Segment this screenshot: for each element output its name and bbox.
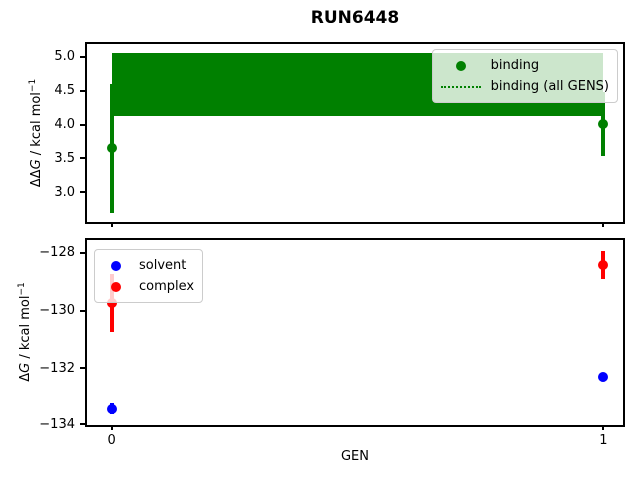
legend-label: binding	[490, 58, 540, 73]
data-point	[106, 298, 117, 309]
y-tick	[80, 423, 85, 425]
complex-dot-icon	[111, 281, 121, 292]
y-tick-label: 3.0	[54, 184, 75, 200]
binding-dot-icon	[455, 60, 466, 71]
top-y-axis-label: ΔΔG / kcal mol−1	[27, 78, 45, 188]
x-tick-label: 1	[599, 433, 608, 448]
x-axis-label: GEN	[340, 449, 369, 464]
data-point	[106, 403, 117, 414]
figure-title: RUN6448	[310, 8, 400, 28]
x-tick	[110, 425, 113, 430]
y-tick	[80, 157, 85, 160]
y-tick-label: 5.0	[54, 49, 75, 65]
top-legend: binding binding (all GENS)	[431, 49, 618, 103]
top-subplot: binding binding (all GENS) 3.0 3.5 4.0 4.5 5…	[54, 42, 625, 227]
y-tick-label: 4.5	[54, 83, 75, 99]
bottom-y-axis-label: ΔG / kcal mol−1	[16, 282, 34, 382]
legend-entry-complex: complex	[101, 276, 194, 297]
y-tick	[80, 89, 85, 92]
x-tick	[602, 425, 605, 430]
legend-entry-binding: binding	[439, 55, 609, 76]
data-point	[598, 118, 609, 129]
bottom-legend: solvent complex	[94, 249, 204, 303]
y-tick	[80, 191, 85, 194]
x-tick	[602, 222, 605, 227]
legend-label: complex	[139, 279, 195, 294]
data-point	[598, 260, 609, 271]
legend-entry-solvent: solvent	[101, 255, 194, 276]
y-tick	[80, 251, 85, 254]
data-point	[106, 143, 117, 154]
y-tick-label: −134	[39, 416, 75, 432]
legend-label: solvent	[139, 258, 187, 273]
legend-entry-binding-all-gens: binding (all GENS)	[439, 76, 609, 97]
legend-label: binding (all GENS)	[490, 79, 609, 94]
y-tick	[80, 123, 85, 126]
data-point	[598, 372, 609, 383]
y-tick-label: 4.0	[54, 117, 75, 133]
y-tick	[80, 367, 85, 370]
solvent-dot-icon	[111, 260, 121, 271]
y-tick-label: 3.5	[54, 150, 75, 166]
y-tick-label: −130	[39, 303, 75, 319]
y-tick	[80, 309, 85, 312]
y-tick	[80, 55, 85, 58]
dotted-line-icon	[440, 85, 481, 88]
x-tick-label: 0	[107, 433, 116, 448]
y-tick-label: −128	[39, 245, 75, 261]
x-tick	[110, 222, 113, 227]
y-tick-label: −132	[39, 360, 75, 376]
bottom-subplot: solvent complex −128 −130 −132 −134 0 1	[39, 238, 625, 448]
